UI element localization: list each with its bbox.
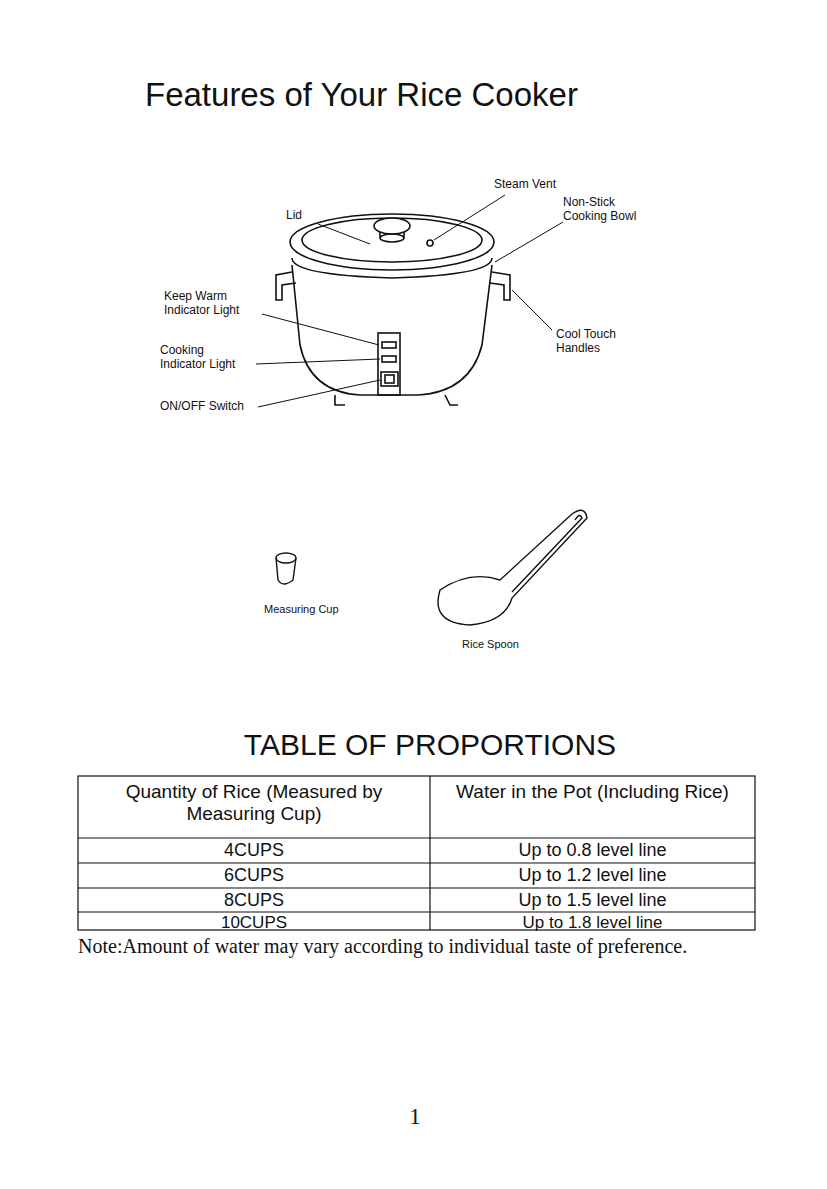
measuring-cup-drawing [276, 553, 296, 584]
note-text: Note:Amount of water may vary according … [78, 935, 768, 958]
accessory-label: Rice Spoon [462, 638, 552, 651]
table-cell: 10CUPS [88, 913, 420, 933]
leader-lines [256, 195, 563, 407]
part-label: Steam Vent [494, 178, 556, 192]
table-cell: Up to 1.2 level line [440, 865, 745, 886]
part-label: Non-Stick Cooking Bowl [563, 196, 645, 224]
page-number: 1 [400, 1104, 430, 1130]
table-cell: 4CUPS [88, 840, 420, 861]
table-header-cell: Quantity of Rice (Measured by Measuring … [88, 781, 420, 825]
table-cell: Up to 1.8 level line [440, 913, 745, 933]
part-label: Cooking Indicator Light [160, 344, 250, 372]
table-cell: 6CUPS [88, 865, 420, 886]
accessory-label: Measuring Cup [264, 603, 354, 616]
table-cell: 8CUPS [88, 890, 420, 911]
part-label: Lid [286, 209, 302, 223]
table-heading: TABLE OF PROPORTIONS [200, 728, 660, 763]
rice-spoon-drawing [438, 510, 587, 625]
part-label: ON/OFF Switch [160, 400, 244, 414]
table-cell: Up to 1.5 level line [440, 890, 745, 911]
part-label: Keep Warm Indicator Light [164, 290, 260, 318]
rice-cooker-drawing [276, 214, 510, 405]
table-cell: Up to 0.8 level line [440, 840, 745, 861]
table-grid [78, 776, 755, 930]
table-header-cell: Water in the Pot (Including Rice) [440, 781, 745, 803]
part-label: Cool Touch Handles [556, 328, 628, 356]
page-title: Features of Your Rice Cooker [145, 76, 578, 114]
